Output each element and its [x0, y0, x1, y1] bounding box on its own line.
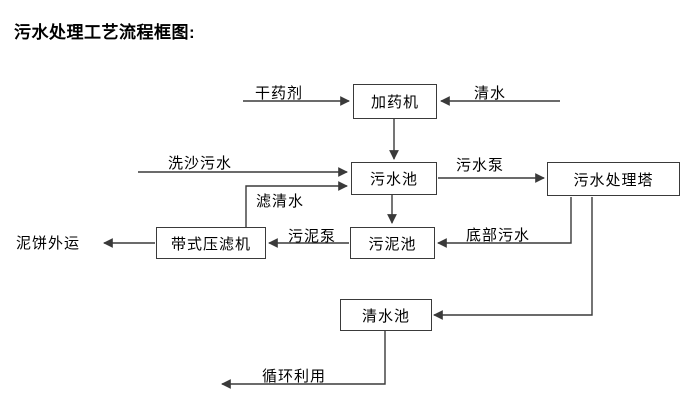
edge-recycle-reuse [221, 331, 386, 389]
label-recycle-reuse: 循环利用 [262, 368, 327, 385]
label-filtered-water: 滤清水 [256, 193, 305, 210]
node-clean-water-pool[interactable]: 清水池 [340, 299, 432, 331]
node-wastewater-pool-label: 污水池 [369, 171, 418, 188]
node-treatment-tower[interactable]: 污水处理塔 [547, 162, 680, 196]
node-sludge-pool-label: 污泥池 [368, 235, 417, 253]
label-sludge-pump: 污泥泵 [288, 228, 337, 245]
label-bottom-wastewater: 底部污水 [466, 227, 531, 244]
label-sand-washing-water: 洗沙污水 [168, 155, 233, 172]
label-wastewater-pump: 污水泵 [456, 157, 505, 174]
page-title: 污水处理工艺流程框图: [14, 23, 196, 42]
node-clean-water-pool-label: 清水池 [361, 307, 410, 325]
label-mud-cake-out: 泥饼外运 [16, 235, 81, 252]
node-dosing-machine-label: 加药机 [370, 94, 419, 111]
label-dry-chemical: 干药剂 [255, 85, 304, 102]
node-belt-filter-press[interactable]: 带式压滤机 [156, 227, 266, 259]
node-belt-filter-press-label: 带式压滤机 [170, 235, 251, 253]
edge-tower-to-clean-water [433, 197, 593, 320]
node-dosing-machine[interactable]: 加药机 [353, 84, 437, 119]
node-treatment-tower-label: 污水处理塔 [573, 171, 654, 189]
label-clean-water-input: 清水 [474, 85, 507, 102]
edge-bottom-wastewater [437, 197, 572, 248]
node-wastewater-pool[interactable]: 污水池 [351, 162, 437, 195]
node-sludge-pool[interactable]: 污泥池 [350, 227, 435, 259]
edge-filtered-water [245, 181, 348, 227]
